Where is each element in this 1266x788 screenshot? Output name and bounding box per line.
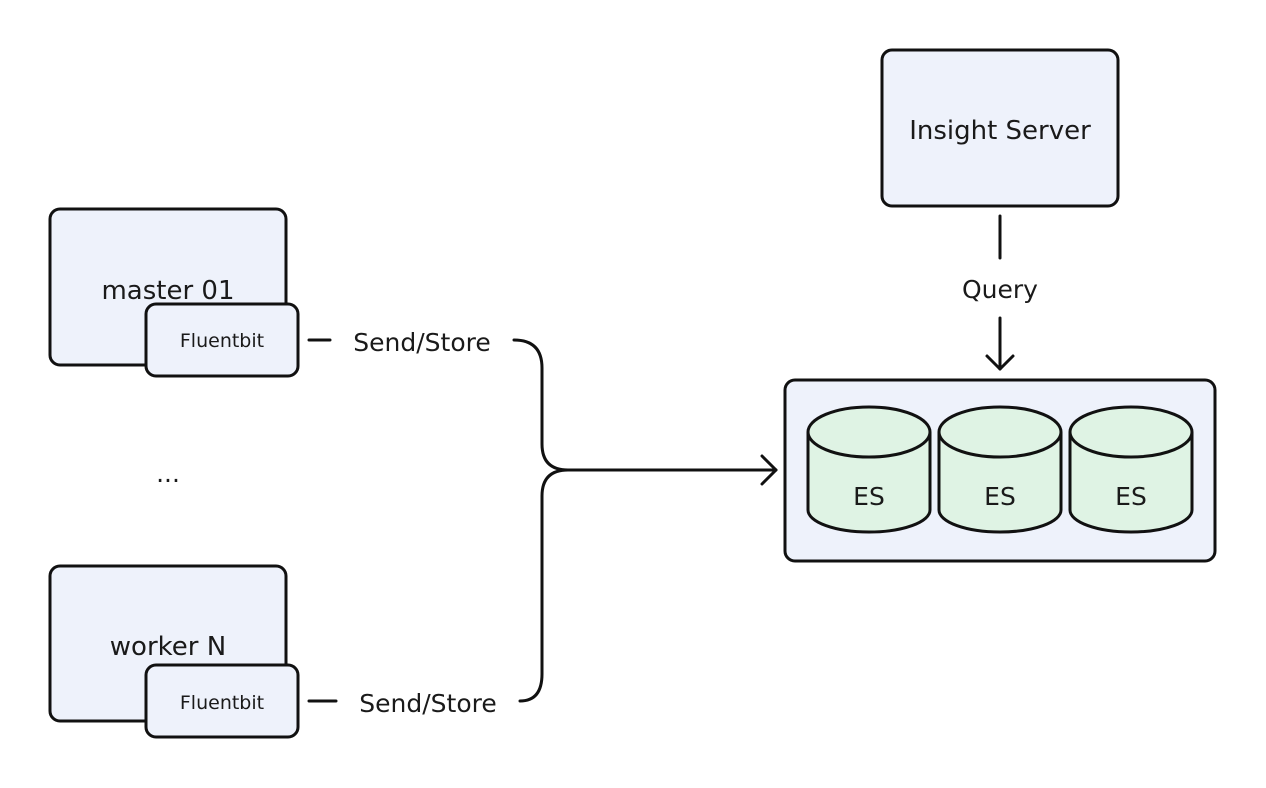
nodes-ellipsis: ...: [156, 459, 180, 488]
worker-fluentbit-node: Fluentbit: [144, 663, 300, 739]
worker-edge-label: Send/Store: [359, 689, 496, 718]
es-node-1: ES: [806, 405, 932, 534]
es-node-3-label: ES: [1115, 482, 1147, 511]
merge-arrowhead: [760, 454, 778, 486]
insight-server-node: Insight Server: [880, 48, 1120, 208]
query-arrowhead: [985, 354, 1015, 371]
master-node-label: master 01: [101, 276, 234, 306]
master-edge-label: Send/Store: [353, 328, 490, 357]
insight-server-label: Insight Server: [909, 116, 1091, 146]
query-edge-label: Query: [962, 275, 1038, 304]
worker-node-label: worker N: [110, 632, 226, 662]
worker-fluentbit-label: Fluentbit: [180, 692, 264, 714]
merge-connector: [512, 338, 778, 703]
master-fluentbit-node: Fluentbit: [144, 302, 300, 378]
es-node-3: ES: [1068, 405, 1194, 534]
es-node-1-label: ES: [853, 482, 885, 511]
es-node-2: ES: [937, 405, 1063, 534]
es-node-2-label: ES: [984, 482, 1016, 511]
master-fluentbit-label: Fluentbit: [180, 330, 264, 352]
